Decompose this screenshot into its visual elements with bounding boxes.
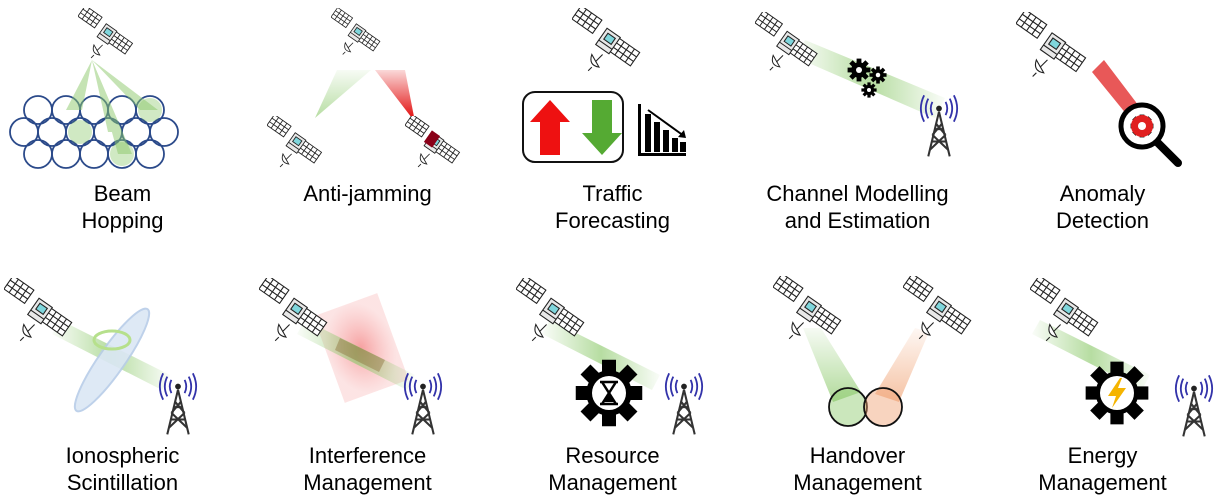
handover-management-panel: Handover Management (735, 250, 980, 500)
label-line: Scintillation (66, 470, 179, 495)
label-line: Forecasting (555, 208, 670, 233)
energy-management-panel: Energy Management (980, 250, 1225, 500)
label-line: Management (548, 470, 677, 495)
interference-management-illustration (259, 278, 443, 436)
label-line: Handover (809, 443, 906, 468)
resource-management-illustration (516, 278, 704, 436)
arrow-up-icon (530, 100, 570, 155)
ground-tower-icon (1174, 374, 1214, 438)
label-line: Ionospheric (65, 443, 180, 468)
label-line: Management (303, 470, 432, 495)
hourglass-icon (592, 376, 626, 410)
signal-beam (297, 320, 415, 390)
label-beam-hopping: Beam Hopping (0, 180, 245, 234)
satellite-icon (331, 8, 381, 55)
gear-icon (869, 66, 887, 84)
label-energy-management: Energy Management (980, 442, 1225, 496)
satellite-icon (1016, 12, 1087, 78)
satellite-icon (267, 116, 322, 168)
satellite-icon (572, 8, 641, 72)
anomaly-detection-panel: Anomaly Detection (980, 0, 1225, 250)
ionosphere-layer (73, 307, 151, 413)
coverage-cell (828, 387, 868, 427)
jamming-beam (375, 70, 415, 122)
label-anti-jamming: Anti-jamming (245, 180, 490, 207)
satellite-icon (78, 8, 133, 59)
label-ionospheric-scintillation: Ionospheric Scintillation (0, 442, 245, 496)
beam-cones (66, 60, 158, 154)
ionospheric-scintillation-illustration (4, 278, 198, 436)
coverage-cell (863, 387, 903, 427)
orange-beam (875, 328, 929, 402)
label-channel-modelling: Channel Modelling and Estimation (735, 180, 980, 234)
satellite-icon (755, 12, 818, 71)
channel-modelling-panel: Channel Modelling and Estimation (735, 0, 980, 250)
label-line: Resource (565, 443, 660, 468)
green-beam (803, 328, 861, 402)
label-line: Traffic (582, 181, 643, 206)
label-line: Beam (93, 181, 152, 206)
lightning-icon (1108, 378, 1126, 408)
label-line: Interference (308, 443, 427, 468)
interference-management-panel: Interference Management (245, 250, 490, 500)
label-line: Detection (1056, 208, 1149, 233)
label-line: Channel Modelling (766, 181, 949, 206)
satellite-icon (259, 278, 328, 342)
gear-icon (847, 58, 871, 82)
label-anomaly-detection: Anomaly Detection (980, 180, 1225, 234)
bar-chart-icon (638, 104, 686, 156)
label-line: and Estimation (784, 208, 931, 233)
label-line: Anti-jamming (303, 181, 432, 206)
ground-tower-icon (403, 372, 443, 436)
jammer-satellite-icon (405, 116, 460, 168)
satellite-icon (4, 278, 73, 342)
energy-management-illustration (1030, 278, 1214, 438)
anti-jamming-panel: Anti-jamming (245, 0, 490, 250)
label-line: Anomaly (1059, 181, 1146, 206)
label-line: Management (793, 470, 922, 495)
label-handover-management: Handover Management (735, 442, 980, 496)
handover-management-illustration (773, 276, 972, 427)
traffic-forecasting-illustration (522, 8, 686, 163)
ground-tower-icon (664, 372, 704, 436)
arrow-down-icon (582, 100, 622, 155)
ground-tower-icon (158, 372, 198, 436)
ionospheric-scintillation-panel: Ionospheric Scintillation (0, 250, 245, 500)
satellite-icon (903, 276, 972, 340)
green-beam (315, 70, 371, 118)
label-line: Management (1038, 470, 1167, 495)
beam-hopping-panel: Beam Hopping (0, 0, 245, 250)
channel-modelling-illustration (755, 12, 959, 158)
scintillation-ring (92, 329, 132, 351)
anti-jamming-illustration (267, 8, 460, 168)
gear-icon (861, 82, 877, 98)
traffic-forecasting-panel: Traffic Forecasting (490, 0, 735, 250)
resource-management-panel: Resource Management (490, 250, 735, 500)
label-interference-management: Interference Management (245, 442, 490, 496)
label-traffic-forecasting: Traffic Forecasting (490, 180, 735, 234)
label-line: Hopping (81, 208, 164, 233)
magnifier-icon (1118, 102, 1182, 167)
label-line: Energy (1067, 443, 1138, 468)
beam-hopping-illustration (9, 8, 179, 169)
anomaly-detection-illustration (1016, 12, 1182, 167)
label-resource-management: Resource Management (490, 442, 735, 496)
channel-beam (797, 40, 945, 118)
